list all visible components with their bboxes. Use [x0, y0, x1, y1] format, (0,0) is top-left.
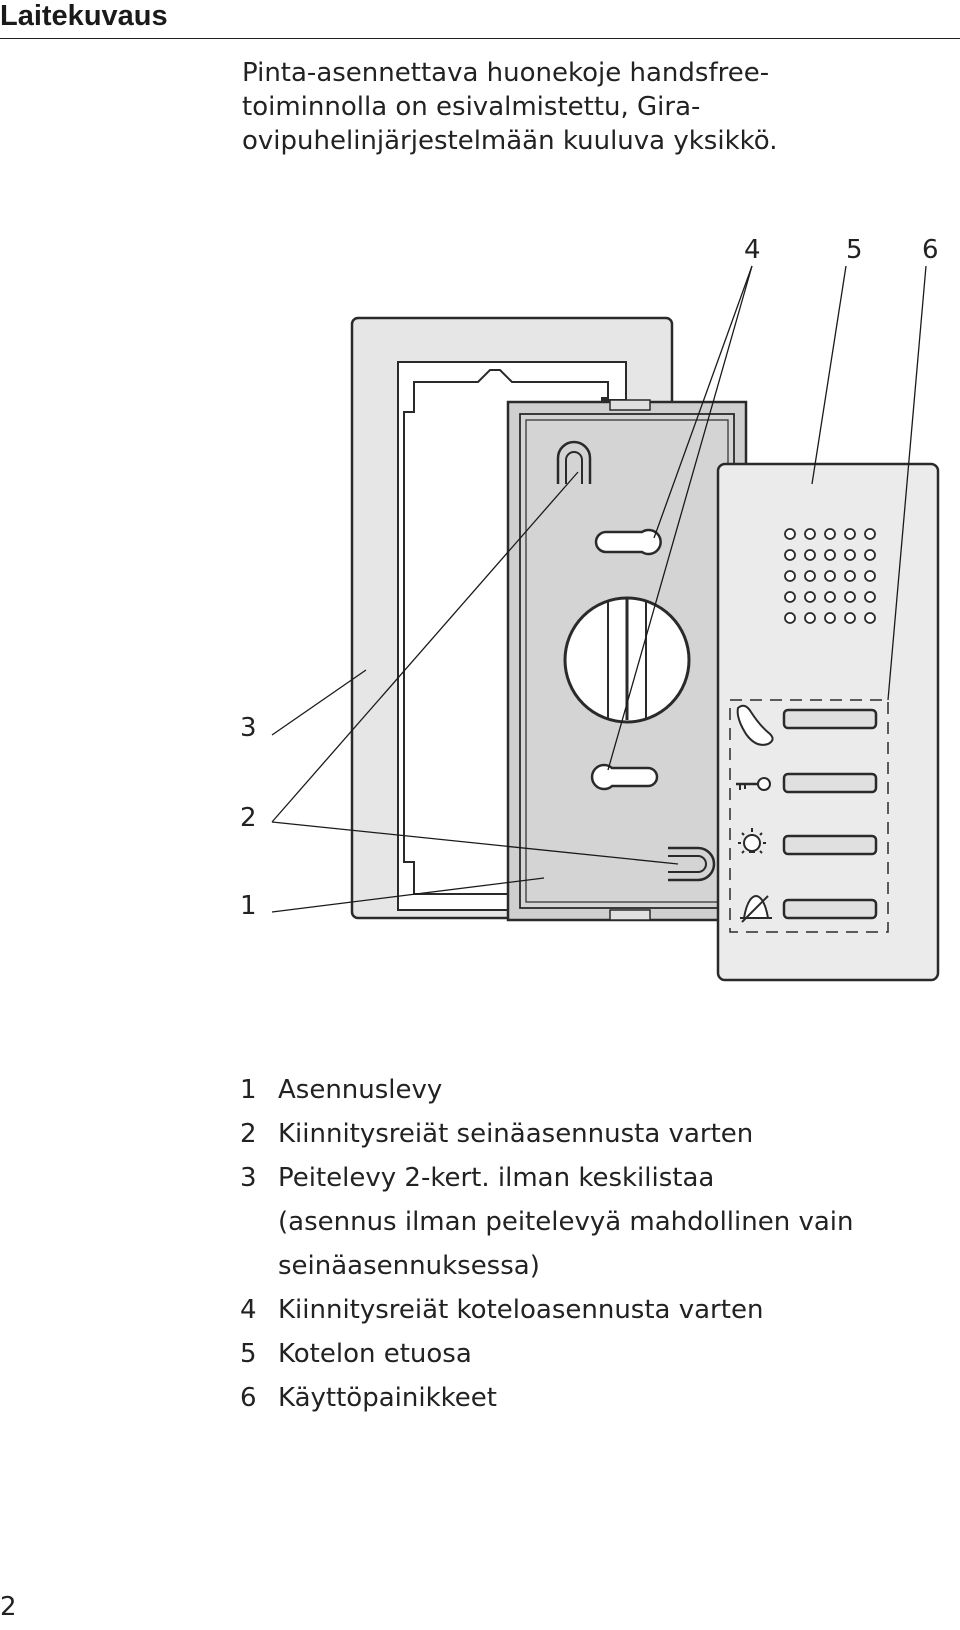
- legend-number: 1: [240, 1075, 257, 1105]
- legend-text-continued: seinäasennuksessa): [278, 1251, 540, 1281]
- intro-line: ovipuhelinjärjestelmään kuuluva yksikkö.: [242, 126, 778, 156]
- legend-text-continued: (asennus ilman peitelevyä mahdollinen va…: [278, 1207, 854, 1237]
- legend-text: Kotelon etuosa: [278, 1339, 472, 1369]
- page-heading: Laitekuvaus: [0, 0, 168, 32]
- legend-text: Kiinnitysreiät seinäasennusta varten: [278, 1119, 754, 1149]
- callout-2: 2: [240, 803, 257, 833]
- key-icon: [736, 777, 771, 791]
- button-light: [782, 834, 878, 856]
- legend-item: 6 Käyttöpainikkeet: [240, 1376, 940, 1420]
- callout-lines: [271, 265, 927, 913]
- callout-4: 4: [744, 235, 761, 265]
- callout-3: 3: [240, 713, 257, 743]
- callout-6: 6: [922, 235, 939, 265]
- legend-item: 3 Peitelevy 2-kert. ilman keskilistaa (a…: [240, 1156, 940, 1288]
- legend-item: 1 Asennuslevy: [240, 1068, 940, 1112]
- light-icon: [738, 828, 766, 854]
- front-housing: [716, 462, 940, 982]
- callout-1: 1: [240, 891, 257, 921]
- legend-number: 2: [240, 1119, 257, 1149]
- legend-number: 4: [240, 1295, 257, 1325]
- legend-item: 5 Kotelon etuosa: [240, 1332, 940, 1376]
- parts-legend: 1 Asennuslevy 2 Kiinnitysreiät seinäasen…: [240, 1068, 940, 1420]
- speaker-grille: [784, 528, 876, 624]
- button-door: [782, 772, 878, 794]
- legend-number: 3: [240, 1163, 257, 1193]
- heading-rule: [0, 38, 960, 39]
- legend-item: 2 Kiinnitysreiät seinäasennusta varten: [240, 1112, 940, 1156]
- intro-paragraph: Pinta-asennettava huonekoje handsfree- t…: [242, 56, 902, 158]
- button-talk: [782, 708, 878, 730]
- legend-number: 5: [240, 1339, 257, 1369]
- intro-line: toiminnolla on esivalmistettu, Gira-: [242, 92, 701, 122]
- device-illustration: 3 2 1 4 5 6: [240, 235, 940, 982]
- legend-number: 6: [240, 1383, 257, 1413]
- button-mute: [782, 898, 878, 920]
- intro-line: Pinta-asennettava huonekoje handsfree-: [242, 58, 770, 88]
- page-number: 2: [0, 1592, 17, 1622]
- legend-text: Asennuslevy: [278, 1075, 443, 1105]
- legend-text: Käyttöpainikkeet: [278, 1383, 497, 1413]
- legend-text: Kiinnitysreiät koteloasennusta varten: [278, 1295, 764, 1325]
- bell-mute-icon: [740, 894, 772, 923]
- handset-icon: [736, 704, 774, 746]
- legend-item: 4 Kiinnitysreiät koteloasennusta varten: [240, 1288, 940, 1332]
- callout-5: 5: [846, 235, 863, 265]
- mounting-plate: [506, 399, 748, 922]
- legend-text: Peitelevy 2-kert. ilman keskilistaa: [278, 1163, 715, 1193]
